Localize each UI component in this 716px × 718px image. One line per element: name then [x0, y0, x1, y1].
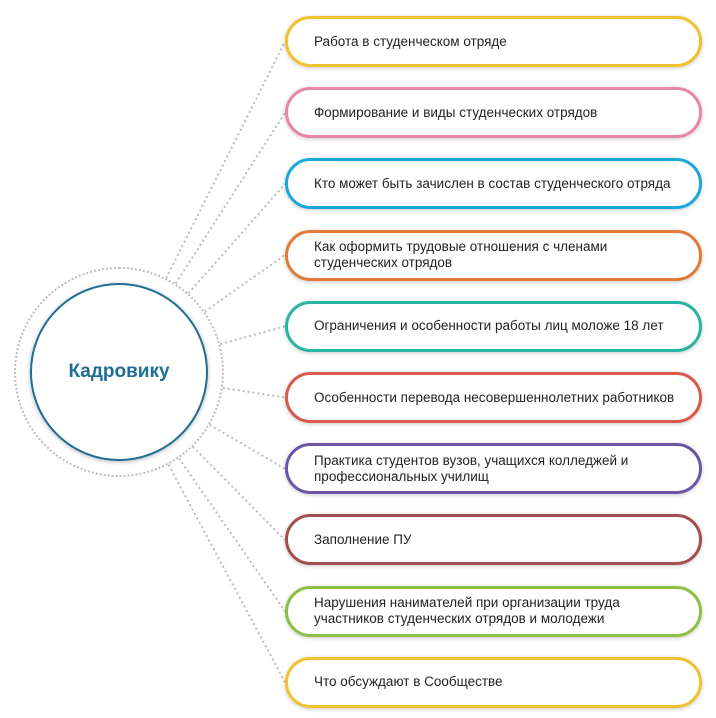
topic-item[interactable]: Ограничения и особенности работы лиц мол…	[285, 300, 702, 352]
topic-item-label: Ограничения и особенности работы лиц мол…	[314, 318, 664, 334]
topic-item[interactable]: Особенности перевода несовершеннолетних …	[285, 372, 702, 423]
topic-item[interactable]: Как оформить трудовые отношения с членам…	[285, 229, 702, 281]
topic-item[interactable]: Формирование и виды студенческих отрядов	[285, 87, 702, 139]
topic-item-label: Кто может быть зачислен в состав студенч…	[314, 175, 671, 191]
hub-circle: Кадровику	[30, 283, 208, 461]
topic-item-label: Что обсуждают в Сообществе	[314, 674, 503, 690]
connector-line	[178, 457, 286, 612]
connector-line	[222, 386, 286, 399]
connector-line	[192, 445, 286, 541]
connector-line	[219, 325, 286, 346]
topic-item-label: Нарушения нанимателей при организации тр…	[314, 595, 620, 627]
topic-item[interactable]: Нарушения нанимателей при организации тр…	[285, 585, 702, 637]
hub-label: Кадровику	[68, 361, 170, 382]
hub-dotted-ring	[14, 267, 224, 477]
topic-item-label: Практика студентов вузов, учащихся колле…	[314, 452, 629, 484]
connector-line	[204, 254, 286, 313]
topic-item[interactable]: Кто может быть зачислен в состав студенч…	[285, 158, 702, 210]
connector-line	[167, 464, 286, 683]
topic-item-label: Заполнение ПУ	[314, 531, 412, 547]
topic-item[interactable]: Заполнение ПУ	[285, 514, 702, 566]
topic-item-label: Как оформить трудовые отношения с членам…	[314, 239, 608, 271]
connector-line	[209, 424, 286, 470]
connector-line	[187, 183, 286, 294]
topic-item-label: Работа в студенческом отряде	[314, 33, 507, 49]
topic-item-label: Формирование и виды студенческих отрядов	[314, 104, 598, 120]
topic-item[interactable]: Работа в студенческом отряде	[285, 16, 702, 67]
topic-item[interactable]: Что обсуждают в Сообществе	[285, 656, 702, 708]
topic-item[interactable]: Практика студентов вузов, учащихся колле…	[285, 443, 702, 495]
connector-line	[174, 112, 286, 285]
connector-line	[165, 41, 286, 279]
topic-item-label: Особенности перевода несовершеннолетних …	[314, 389, 675, 405]
